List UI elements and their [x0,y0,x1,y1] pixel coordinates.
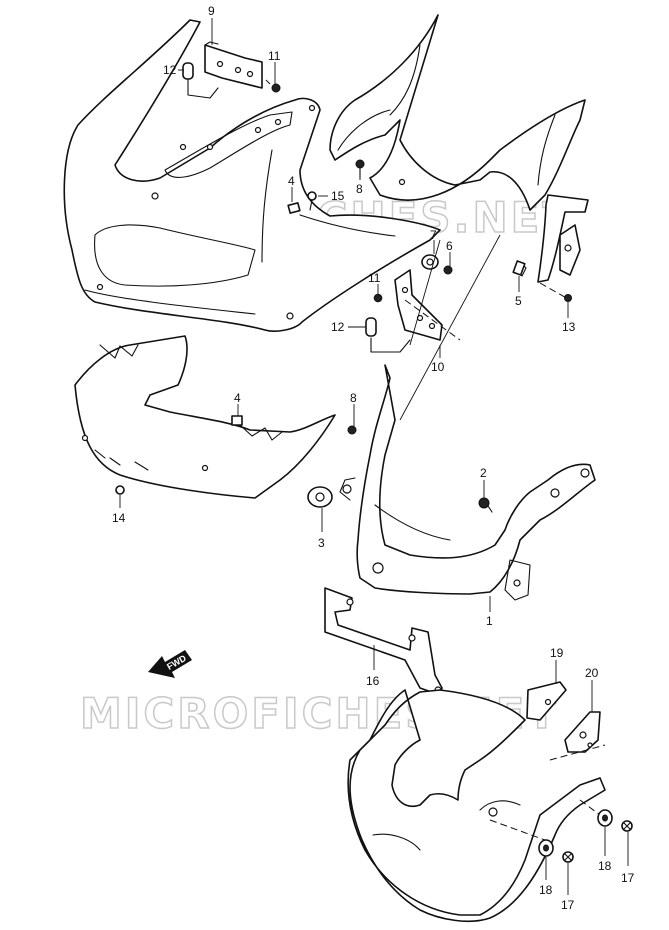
callout-15: 15 [331,189,345,203]
part-13-screw [564,294,572,302]
assembly-line-7 [399,234,501,421]
part-8-lower-grommet [347,425,357,435]
inner-cover [329,14,586,211]
callout-18-lower: 18 [539,883,553,897]
callout-3: 3 [318,536,325,550]
assembly-line-6 [409,239,441,346]
callout-8-upper: 8 [356,182,363,196]
part-11-upper-screw [265,79,281,93]
assembly-line-1 [549,744,606,761]
callout-17-upper: 17 [621,871,635,885]
callout-17-lower: 17 [561,898,575,912]
part-3-spacer [307,486,333,508]
part-4-lower-nut [231,415,243,426]
callout-1: 1 [486,614,493,628]
part-12-upper [182,62,219,99]
upper-cowling [63,19,441,332]
side-bracket-right [515,194,589,283]
callout-16: 16 [366,674,380,688]
part-11-middle-screw [373,293,383,303]
part-10-bracket [394,269,443,341]
callout-7: 7 [430,228,437,242]
callout-11-middle: 11 [368,271,381,285]
part-9-bracket [204,41,263,89]
part-17-screw-upper [621,820,633,832]
part-14-screw [115,485,125,495]
callout-19: 19 [550,646,564,660]
part-5-nut [512,260,526,276]
callout-10: 10 [431,360,445,374]
callout-labels: 9 11 12 4 15 8 7 6 11 12 10 5 13 4 8 14 … [112,4,635,912]
part-1-brace [339,364,596,601]
assembly-line-5 [404,299,461,341]
callout-13: 13 [562,320,576,334]
part-6-bolt [443,265,453,275]
part-18-grommet-upper [597,809,613,827]
part-20-bracket [564,711,601,753]
callout-12-upper: 12 [163,63,177,77]
part-4-upper-nut [287,202,301,214]
callout-14: 14 [112,511,126,525]
callout-11-upper: 11 [268,49,281,63]
part-12-middle [365,317,411,353]
part-15-screw [307,191,317,211]
part-2-bolt [478,497,493,513]
arrow-fwd-icon: FWD [148,650,192,678]
callout-5: 5 [515,294,522,308]
part-16-bracket [324,587,443,696]
part-18-grommet-lower [538,839,554,857]
callout-6: 6 [446,239,453,253]
lower-cowling [347,689,606,923]
callout-4-upper: 4 [288,174,295,188]
part-19-bracket [526,681,567,721]
callout-18-upper: 18 [598,859,612,873]
leader-lines [119,18,629,895]
assembly-line-2 [489,819,546,841]
assembly-line-3 [579,799,601,816]
callout-20: 20 [585,666,599,680]
callout-12-middle: 12 [331,320,345,334]
part-7-spacer [421,254,439,270]
lower-inner-cover [74,335,336,499]
callout-2: 2 [480,466,487,480]
callout-4-lower: 4 [234,391,241,405]
callout-8-lower: 8 [350,391,357,405]
part-17-screw-lower [562,851,574,863]
callout-9: 9 [208,4,215,18]
